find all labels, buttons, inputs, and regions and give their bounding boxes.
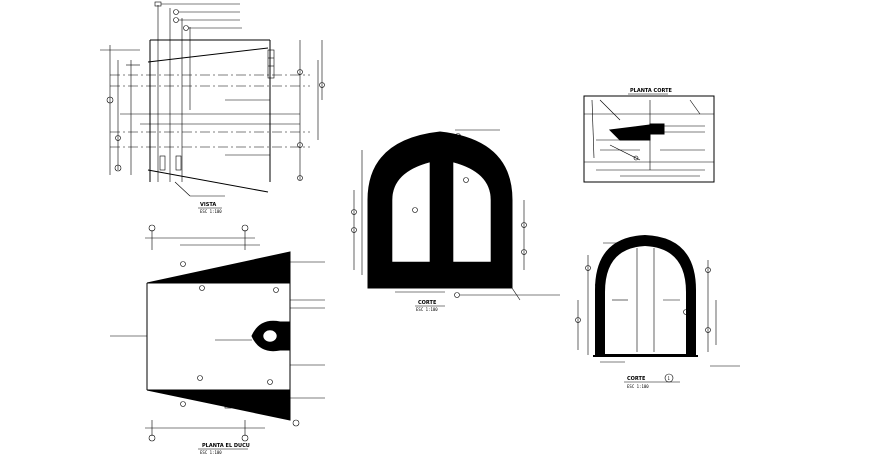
plan-view-title: PLANTA EL DUCU [202,443,250,449]
section-b: CORTE 1 ESC 1:100 [575,234,740,389]
section-a: CORTE ESC 1:100 [351,129,560,312]
detail-plan: PLANTA CORTE [583,88,715,183]
section-b-scale: ESC 1:100 [627,384,649,389]
top-view-title: VISTA [200,202,216,208]
section-b-marker [664,373,674,383]
section-a-title: CORTE [418,300,437,306]
section-b-marker-number: 1 [668,376,671,381]
top-view-scale: ESC 1:100 [200,209,222,214]
top-view: VISTA ESC 1:100 [100,1,325,214]
plan-view: PLANTA EL DUCU ESC 1:100 [110,224,325,455]
section-a-scale: ESC 1:100 [416,307,438,312]
section-b-title: CORTE [627,376,646,382]
top-view-annotations [154,1,242,31]
plan-view-scale: ESC 1:100 [200,450,222,455]
detail-plan-title: PLANTA CORTE [630,88,672,94]
